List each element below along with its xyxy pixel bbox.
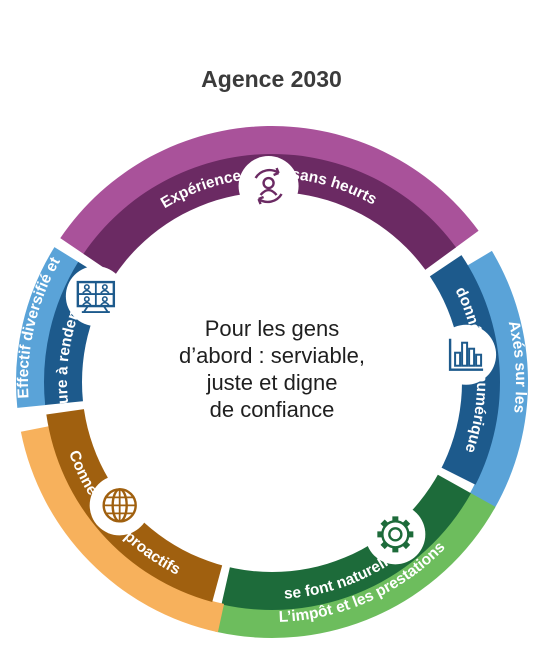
- center-line-4: de confiance: [210, 397, 335, 422]
- center-line-1: Pour les gens: [205, 316, 340, 341]
- segment-outer-band: [60, 126, 479, 255]
- center-text: Pour les gens d’abord : serviable, juste…: [179, 316, 365, 422]
- segment-outer-band: [215, 492, 496, 638]
- segment-inner-band: [46, 408, 223, 603]
- segment-outer-band: [466, 250, 528, 510]
- segment-outer-band: [16, 247, 80, 408]
- video-conference-icon: [65, 266, 126, 327]
- segment-inner-band: [221, 474, 472, 610]
- segment-inner-band: [83, 153, 456, 276]
- bar-chart-icon: [436, 324, 497, 385]
- gear-icon: [365, 504, 426, 565]
- segment-outer-band: [20, 426, 225, 633]
- person-cycle-icon: [238, 156, 299, 217]
- center-line-3: juste et digne: [206, 370, 338, 395]
- diagram-title: Agence 2030: [201, 66, 342, 92]
- globe-icon: [89, 475, 150, 536]
- center-disc: [82, 192, 462, 572]
- icons-layer: [65, 156, 497, 565]
- center-line-2: d’abord : serviable,: [179, 343, 365, 368]
